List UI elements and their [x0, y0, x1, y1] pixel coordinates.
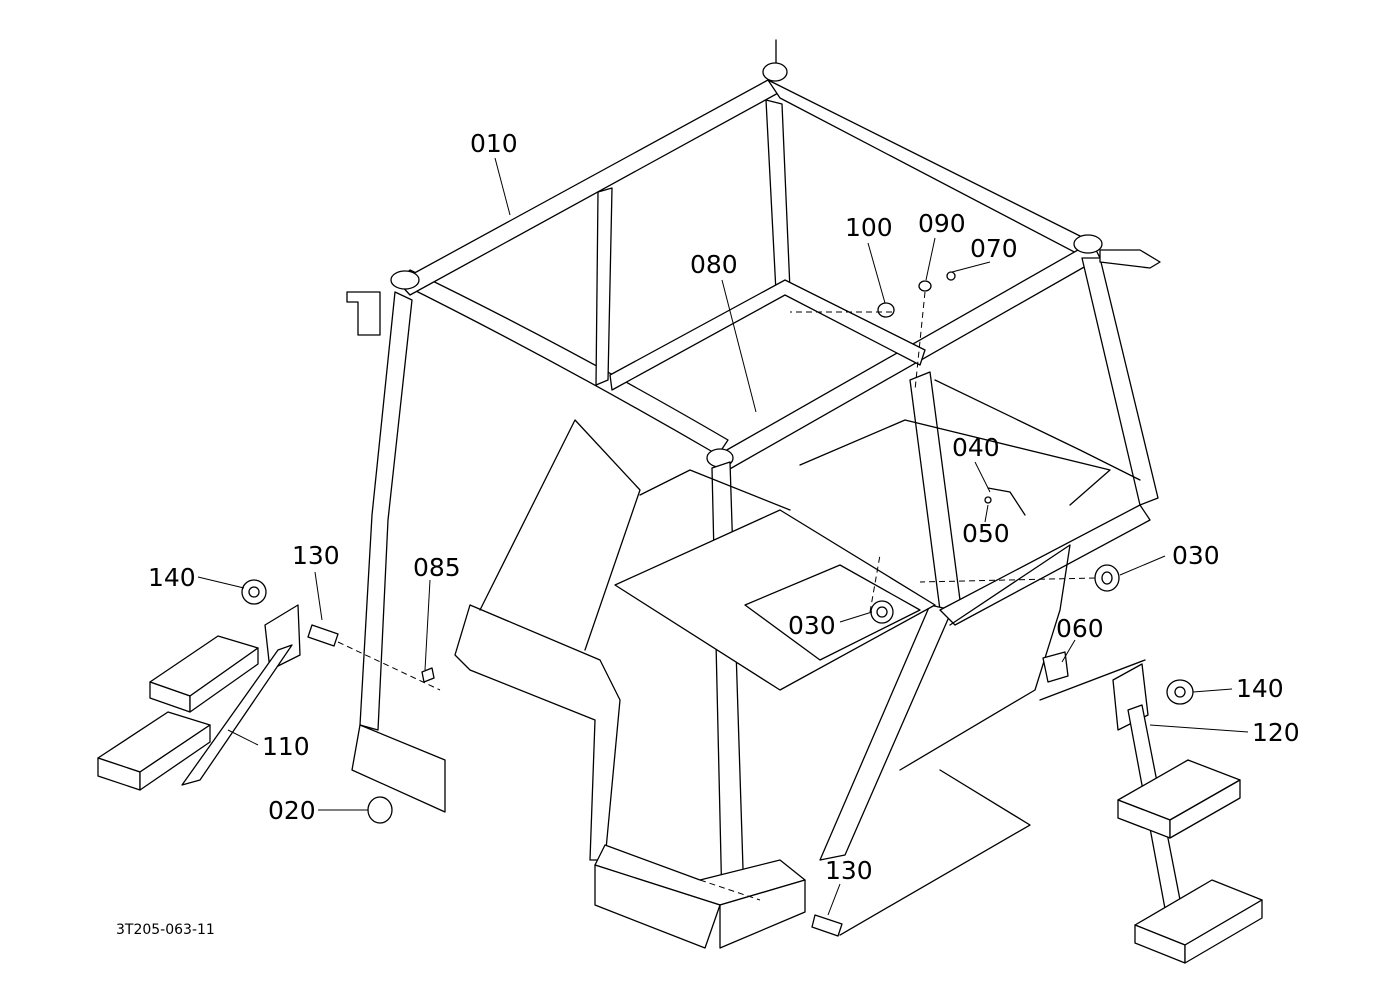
screw-070: [946, 271, 956, 281]
grommet-100: [877, 302, 895, 318]
callout-060: 060: [1056, 614, 1104, 643]
grommet-030-right: [1094, 564, 1120, 592]
callout-070: 070: [970, 234, 1018, 263]
plug-020: [367, 796, 393, 824]
callout-030-right: 030: [1172, 541, 1220, 570]
callout-120: 120: [1252, 718, 1300, 747]
callout-labels: 010 080 100 090 070 040 050 030 030 060 …: [148, 129, 1300, 885]
callout-040: 040: [952, 433, 1000, 462]
callout-130-bottom: 130: [825, 856, 873, 885]
callout-130-left: 130: [292, 541, 340, 570]
callout-100: 100: [845, 213, 893, 242]
leader-lines: [197, 157, 1249, 916]
assembly-guide-lines: [337, 291, 1146, 936]
callout-050: 050: [962, 519, 1010, 548]
screw-050: [984, 496, 992, 504]
cable-clip-040: [987, 487, 1026, 516]
callout-140-right: 140: [1236, 674, 1284, 703]
callout-110: 110: [262, 732, 310, 761]
hardware-parts: [367, 271, 1120, 937]
cab-frame-drawing: [346, 39, 1161, 949]
callout-080: 080: [690, 250, 738, 279]
bolt-130-bottom: [811, 914, 843, 937]
grommet-030-center: [870, 600, 894, 624]
left-step-assembly: [97, 579, 339, 791]
callout-140-left: 140: [148, 563, 196, 592]
right-step-assembly: [1112, 663, 1263, 964]
callout-020: 020: [268, 796, 316, 825]
callout-090: 090: [918, 209, 966, 238]
callout-085: 085: [413, 553, 461, 582]
bolt-085: [421, 667, 435, 683]
clip-090: [918, 280, 932, 292]
callout-010: 010: [470, 129, 518, 158]
drawing-number: 3T205-063-11: [116, 922, 215, 938]
callout-030-center: 030: [788, 611, 836, 640]
